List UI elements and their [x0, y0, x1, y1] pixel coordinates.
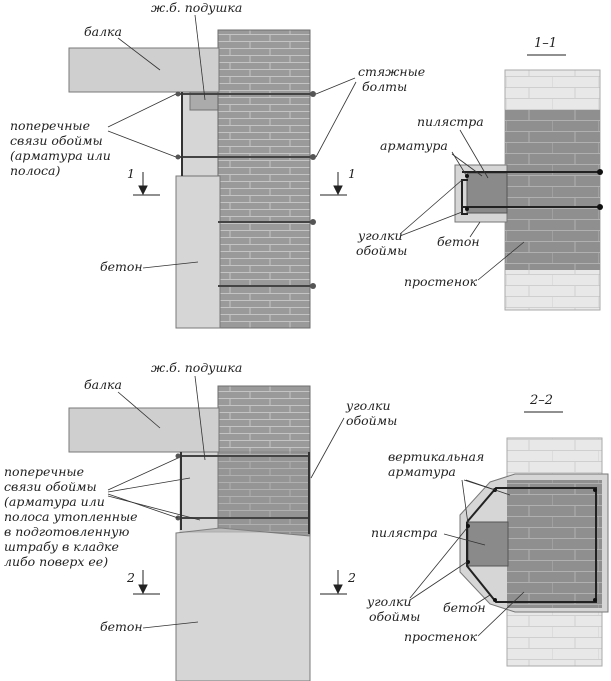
- section-1-right-number: 1: [348, 166, 356, 181]
- leader-ties-a: [107, 93, 177, 128]
- beam-2: [68, 407, 220, 453]
- label-rc-pad-2: ж.б. подушка: [151, 360, 242, 375]
- label-ties-2: связи обоймы: [10, 133, 103, 148]
- concrete-column-2: [175, 527, 311, 681]
- label-angles-1a: уголки: [357, 228, 403, 243]
- leader-pier-1: [477, 241, 525, 281]
- leader-bolts-a: [315, 77, 356, 95]
- label-ties-2-5: в подготовленную: [4, 524, 129, 539]
- pilaster-2: [467, 521, 509, 567]
- label-rebar-1: арматура: [380, 138, 448, 153]
- concrete-column: [175, 175, 221, 329]
- leader-concrete-2s: [475, 594, 491, 605]
- section-1-title: 1–1: [534, 36, 557, 51]
- masonry-wall: [217, 29, 311, 329]
- label-rebar-2a: вертикальная: [388, 449, 484, 464]
- rebar-1: [465, 169, 603, 211]
- label-ties-3: (арматура или: [10, 148, 111, 163]
- label-pilaster-1: пилястра: [417, 114, 484, 129]
- section-1-1: 1–1 пилястра арматура уголки обоймы бето…: [356, 36, 603, 311]
- label-ties-2-3: (арматура или: [4, 494, 105, 509]
- bolt-nuts: [175, 91, 316, 289]
- leader-pilaster-2: [443, 533, 486, 546]
- label-pier-2: простенок: [404, 629, 478, 644]
- section-2-2: 2–2 вертикальная арматура пилястра уголк…: [366, 393, 609, 667]
- top-elevation: балка ж.б. подушка стяжные болты попереч…: [10, 0, 425, 329]
- angles-1: [461, 171, 600, 215]
- leader-ties-2d: [107, 495, 201, 521]
- pier-core-1: [505, 110, 600, 270]
- leader-beam: [117, 37, 161, 71]
- leader-ties-b: [107, 130, 177, 158]
- section-mark-1: [133, 172, 347, 196]
- leader-rc-pad-2: [194, 375, 206, 461]
- section-2-title: 2–2: [529, 393, 553, 408]
- leader-angles-2-a: [409, 527, 468, 599]
- label-concrete-2s: бетон: [443, 600, 486, 615]
- bottom-elevation: балка ж.б. подушка уголки обоймы попереч…: [4, 360, 397, 681]
- label-angles-1b: обоймы: [356, 243, 407, 258]
- pier-core-2: [507, 480, 602, 608]
- leader-beam-2: [117, 391, 161, 429]
- angles-2: [466, 487, 597, 603]
- label-rc-pad: ж.б. подушка: [151, 0, 242, 15]
- label-angles-2b: обоймы: [346, 413, 397, 428]
- leader-ties-2b: [107, 477, 191, 493]
- label-bolts-1: стяжные: [358, 64, 425, 79]
- leader-concrete-2: [142, 621, 199, 629]
- label-ties-1: поперечные: [10, 118, 90, 133]
- rebar-2: [466, 488, 597, 602]
- label-ties-2-1: поперечные: [4, 464, 84, 479]
- label-angles-2a: уголки: [345, 398, 391, 413]
- leader-angles-2: [310, 417, 345, 479]
- label-ties-4: полоса): [10, 163, 61, 178]
- label-ties-2-7: либо поверх ее): [4, 554, 108, 569]
- leader-pier-2: [477, 591, 525, 637]
- section-1-left-number: 1: [127, 166, 135, 181]
- leader-angles-2-b: [409, 561, 468, 601]
- beam: [68, 47, 220, 93]
- label-pilaster-2: пилястра: [371, 525, 438, 540]
- label-angles-2-a: уголки: [366, 594, 412, 609]
- section-2-right-number: 2: [347, 570, 356, 585]
- label-concrete-2: бетон: [100, 619, 143, 634]
- leader-bolts-b: [315, 81, 357, 158]
- label-bolts-2: болты: [362, 79, 407, 94]
- label-ties-2-6: штрабу в кладке: [4, 539, 119, 554]
- section-2-left-number: 2: [126, 570, 135, 585]
- section-mark-2: [133, 570, 347, 595]
- leader-rebar-2c: [465, 479, 511, 496]
- leader-concrete-1: [469, 221, 481, 238]
- leader-concrete: [142, 261, 199, 269]
- label-beam-2: балка: [84, 377, 122, 392]
- leader-ties-2c: [107, 493, 179, 519]
- leader-angles-1a: [399, 179, 463, 235]
- label-ties-2-4: полоса утопленные: [4, 509, 138, 524]
- label-pier-1: простенок: [404, 274, 478, 289]
- leader-rebar-2a: [461, 479, 469, 525]
- label-rebar-2b: арматура: [388, 464, 456, 479]
- leader-angles-1b: [399, 211, 463, 237]
- leader-pilaster-1: [459, 129, 489, 179]
- label-ties-2-2: связи обоймы: [4, 479, 97, 494]
- label-angles-2-b: обоймы: [369, 609, 420, 624]
- label-concrete-1: бетон: [437, 234, 480, 249]
- leader-rebar-1b: [451, 153, 483, 177]
- jacket-zone: [181, 91, 219, 177]
- label-concrete: бетон: [100, 259, 143, 274]
- leader-ties-2a: [107, 457, 179, 491]
- tie-bolts: [178, 93, 313, 287]
- label-beam: балка: [84, 24, 122, 39]
- leader-rc-pad: [194, 14, 206, 101]
- tie-bars-2: [178, 455, 310, 519]
